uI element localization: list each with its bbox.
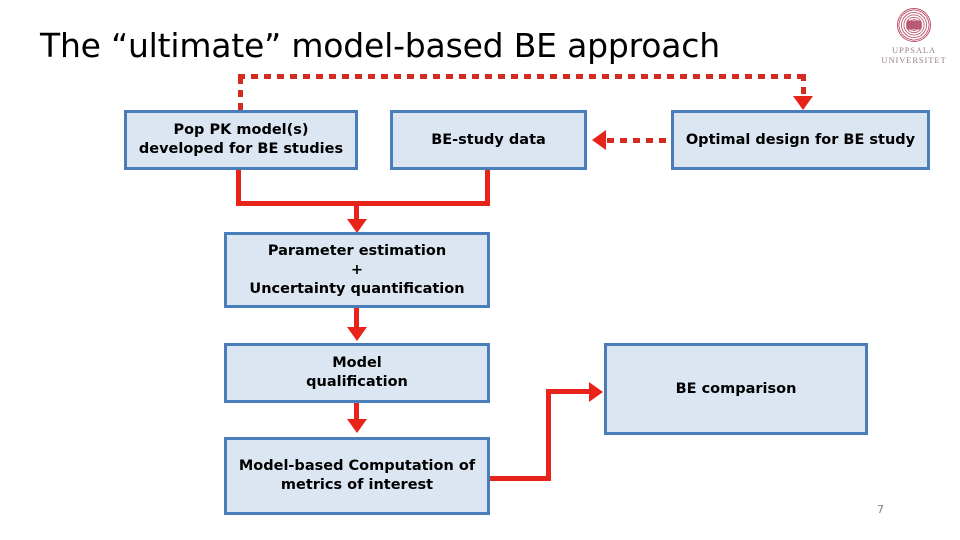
uppsala-universitet-logo: UPPSALA UNIVERSITET [878, 8, 950, 70]
university-seal-icon [897, 8, 931, 42]
dotted-connector-optimal-to-be-data [607, 138, 670, 143]
node-parameter-estimation-line-3: Uncertainty quantification [249, 280, 465, 297]
arrowhead-into-parameter-estimation [347, 219, 367, 233]
connector-merge-horizontal [236, 201, 490, 206]
page-title: The “ultimate” model-based BE approach [40, 26, 720, 65]
node-model-based-computation[interactable]: Model-based Computation of metrics of in… [224, 437, 490, 515]
node-model-qualification-line-1: Model [332, 355, 382, 371]
connector-be-data-down [485, 170, 490, 206]
connector-param-to-qualification [354, 308, 359, 330]
node-optimal-design-line-1: Optimal design for BE study [685, 131, 916, 148]
node-model-qualification-line-2: qualification [306, 374, 408, 390]
node-model-based-computation-line-2: metrics of interest [280, 477, 434, 493]
connector-pop-pk-down [236, 170, 241, 206]
node-parameter-estimation[interactable]: Parameter estimation + Uncertainty quant… [224, 232, 490, 308]
dotted-connector-pop-pk-up [238, 77, 243, 115]
logo-line-1: UPPSALA [891, 45, 937, 55]
logo-line-2: UNIVERSITET [881, 55, 947, 65]
arrowhead-into-be-comparison [589, 382, 603, 402]
arrowhead-into-be-study-data [592, 130, 606, 150]
connector-into-be-comparison [546, 389, 590, 394]
node-model-based-computation-line-1: Model-based Computation of [238, 458, 476, 474]
connector-qualification-to-computation [354, 403, 359, 423]
node-parameter-estimation-line-2: + [350, 261, 364, 278]
arrowhead-into-optimal-design [793, 96, 813, 110]
arrowhead-into-model-based-computation [347, 419, 367, 433]
node-be-study-data[interactable]: BE-study data [390, 110, 587, 170]
node-be-comparison[interactable]: BE comparison [604, 343, 868, 435]
node-pop-pk-model-line-1: Pop PK model(s) [173, 122, 309, 138]
dotted-connector-top-horizontal [238, 74, 806, 79]
node-optimal-design[interactable]: Optimal design for BE study [671, 110, 930, 170]
node-pop-pk-model-line-2: developed for BE studies [138, 141, 344, 157]
node-pop-pk-model[interactable]: Pop PK model(s) developed for BE studies [124, 110, 358, 170]
connector-computation-right [489, 476, 551, 481]
arrowhead-into-model-qualification [347, 327, 367, 341]
node-model-qualification[interactable]: Model qualification [224, 343, 490, 403]
connector-computation-up [546, 389, 551, 481]
node-parameter-estimation-line-1: Parameter estimation [267, 242, 447, 259]
dotted-connector-optimal-down [801, 74, 806, 97]
node-be-comparison-line-1: BE comparison [675, 380, 797, 397]
connector-merge-down [354, 201, 359, 223]
page-number: 7 [877, 503, 884, 516]
node-be-study-data-line-1: BE-study data [431, 131, 546, 148]
